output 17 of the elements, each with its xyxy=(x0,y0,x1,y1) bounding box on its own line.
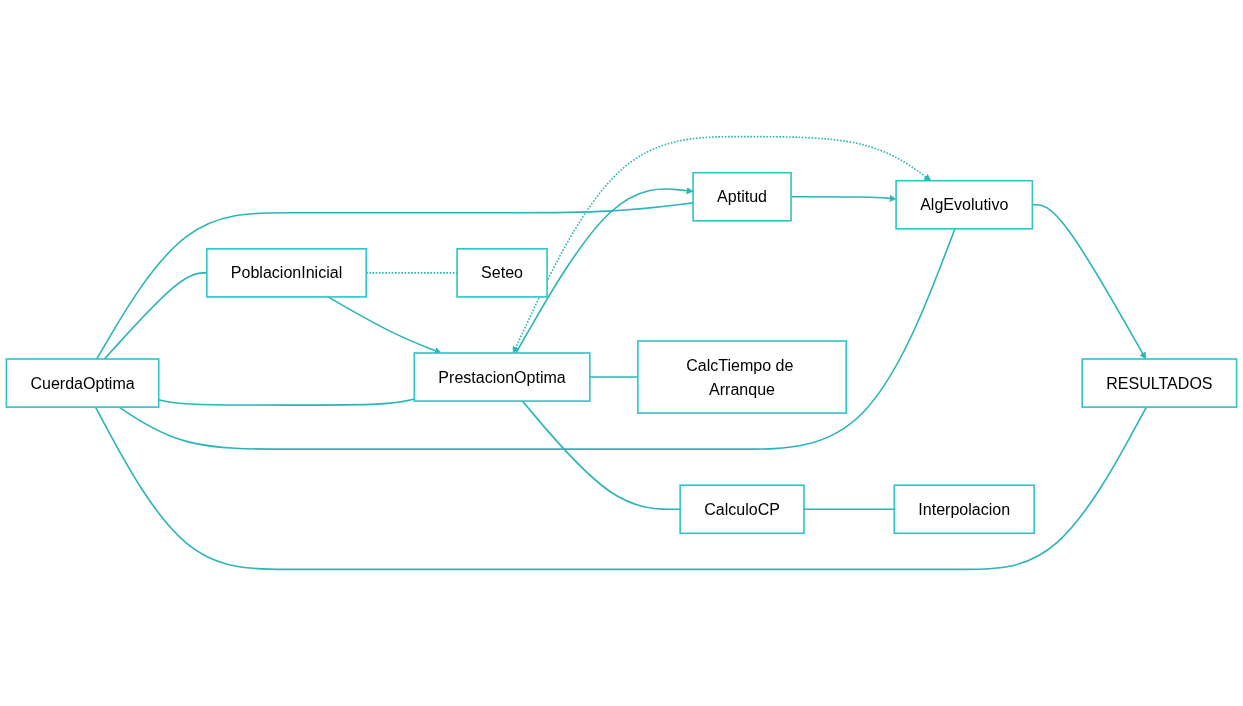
connector xyxy=(521,400,681,511)
node-box: Aptitud xyxy=(692,171,792,222)
node-box: CuerdaOptima xyxy=(5,358,160,408)
node-box: Seteo xyxy=(456,248,548,298)
connector xyxy=(94,406,1148,571)
node-box: Interpolacion xyxy=(893,484,1035,535)
arrow xyxy=(515,187,694,354)
node-box: RESULTADOS xyxy=(1081,358,1238,408)
connector xyxy=(95,202,694,360)
node-box: PrestacionOptima xyxy=(413,352,591,402)
node-box: AlgEvolutivo xyxy=(895,179,1034,230)
node-box: CalculoCP xyxy=(679,484,805,535)
connector xyxy=(118,228,956,450)
arrow xyxy=(327,296,442,354)
node-box: PoblacionInicial xyxy=(206,248,368,298)
node-box: CalcTiempo de Arranque xyxy=(637,340,847,414)
arrow xyxy=(512,135,932,354)
